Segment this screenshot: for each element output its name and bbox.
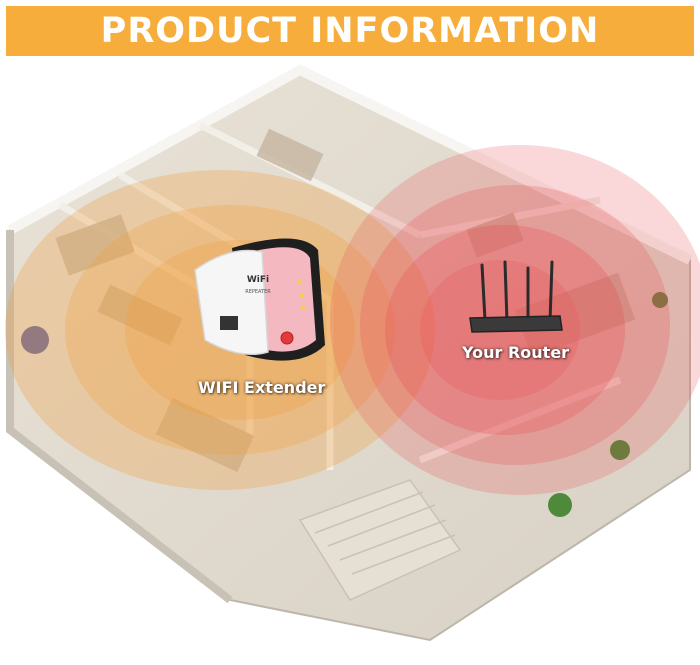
device-brand-text: WiFi: [247, 275, 269, 285]
banner-title: PRODUCT INFORMATION: [100, 11, 600, 51]
stairs: [298, 479, 462, 601]
wifi-extender-label: WIFI Extender: [198, 378, 326, 397]
router-label: Your Router: [462, 343, 570, 362]
wifi-extender-device: WiFi REPEATER: [194, 238, 325, 361]
router-device: [469, 260, 563, 333]
device-model-text: REPEATER: [245, 289, 271, 295]
title-banner: PRODUCT INFORMATION: [6, 6, 694, 56]
